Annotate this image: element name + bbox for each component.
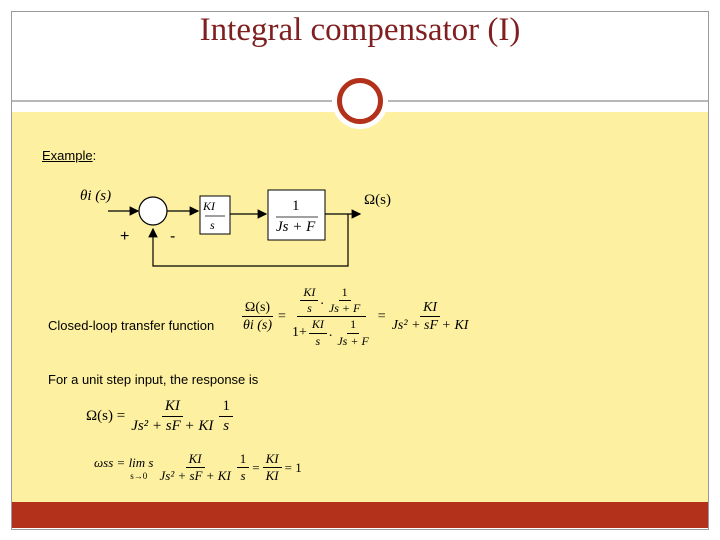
- input-label: θi (s): [80, 188, 112, 204]
- example-heading: Example:: [42, 148, 97, 163]
- plant-numerator: 1: [292, 198, 300, 214]
- output-label: Ω(s): [364, 192, 391, 208]
- summing-junction: [138, 196, 168, 226]
- feedback-path: [148, 214, 349, 267]
- plant-block: [267, 189, 326, 241]
- closed-loop-label: Closed-loop transfer function: [48, 318, 215, 333]
- plus-sign: +: [120, 228, 130, 245]
- slide-title: Integral compensator (I): [199, 12, 521, 48]
- title-rule-left: [12, 100, 332, 102]
- minus-sign: -: [170, 228, 176, 245]
- plant-denominator: Js + F: [276, 219, 316, 235]
- content-area: [12, 112, 708, 502]
- controller-denominator: s: [210, 218, 215, 232]
- step-response-label: For a unit step input, the response is: [48, 372, 259, 387]
- footer-bar: [12, 502, 708, 528]
- title-rule-right: [384, 100, 708, 102]
- controller-numerator: KI: [203, 199, 215, 213]
- controller-block: [199, 195, 231, 235]
- circle-ornament-icon: [337, 78, 383, 124]
- slide-frame: [11, 11, 709, 530]
